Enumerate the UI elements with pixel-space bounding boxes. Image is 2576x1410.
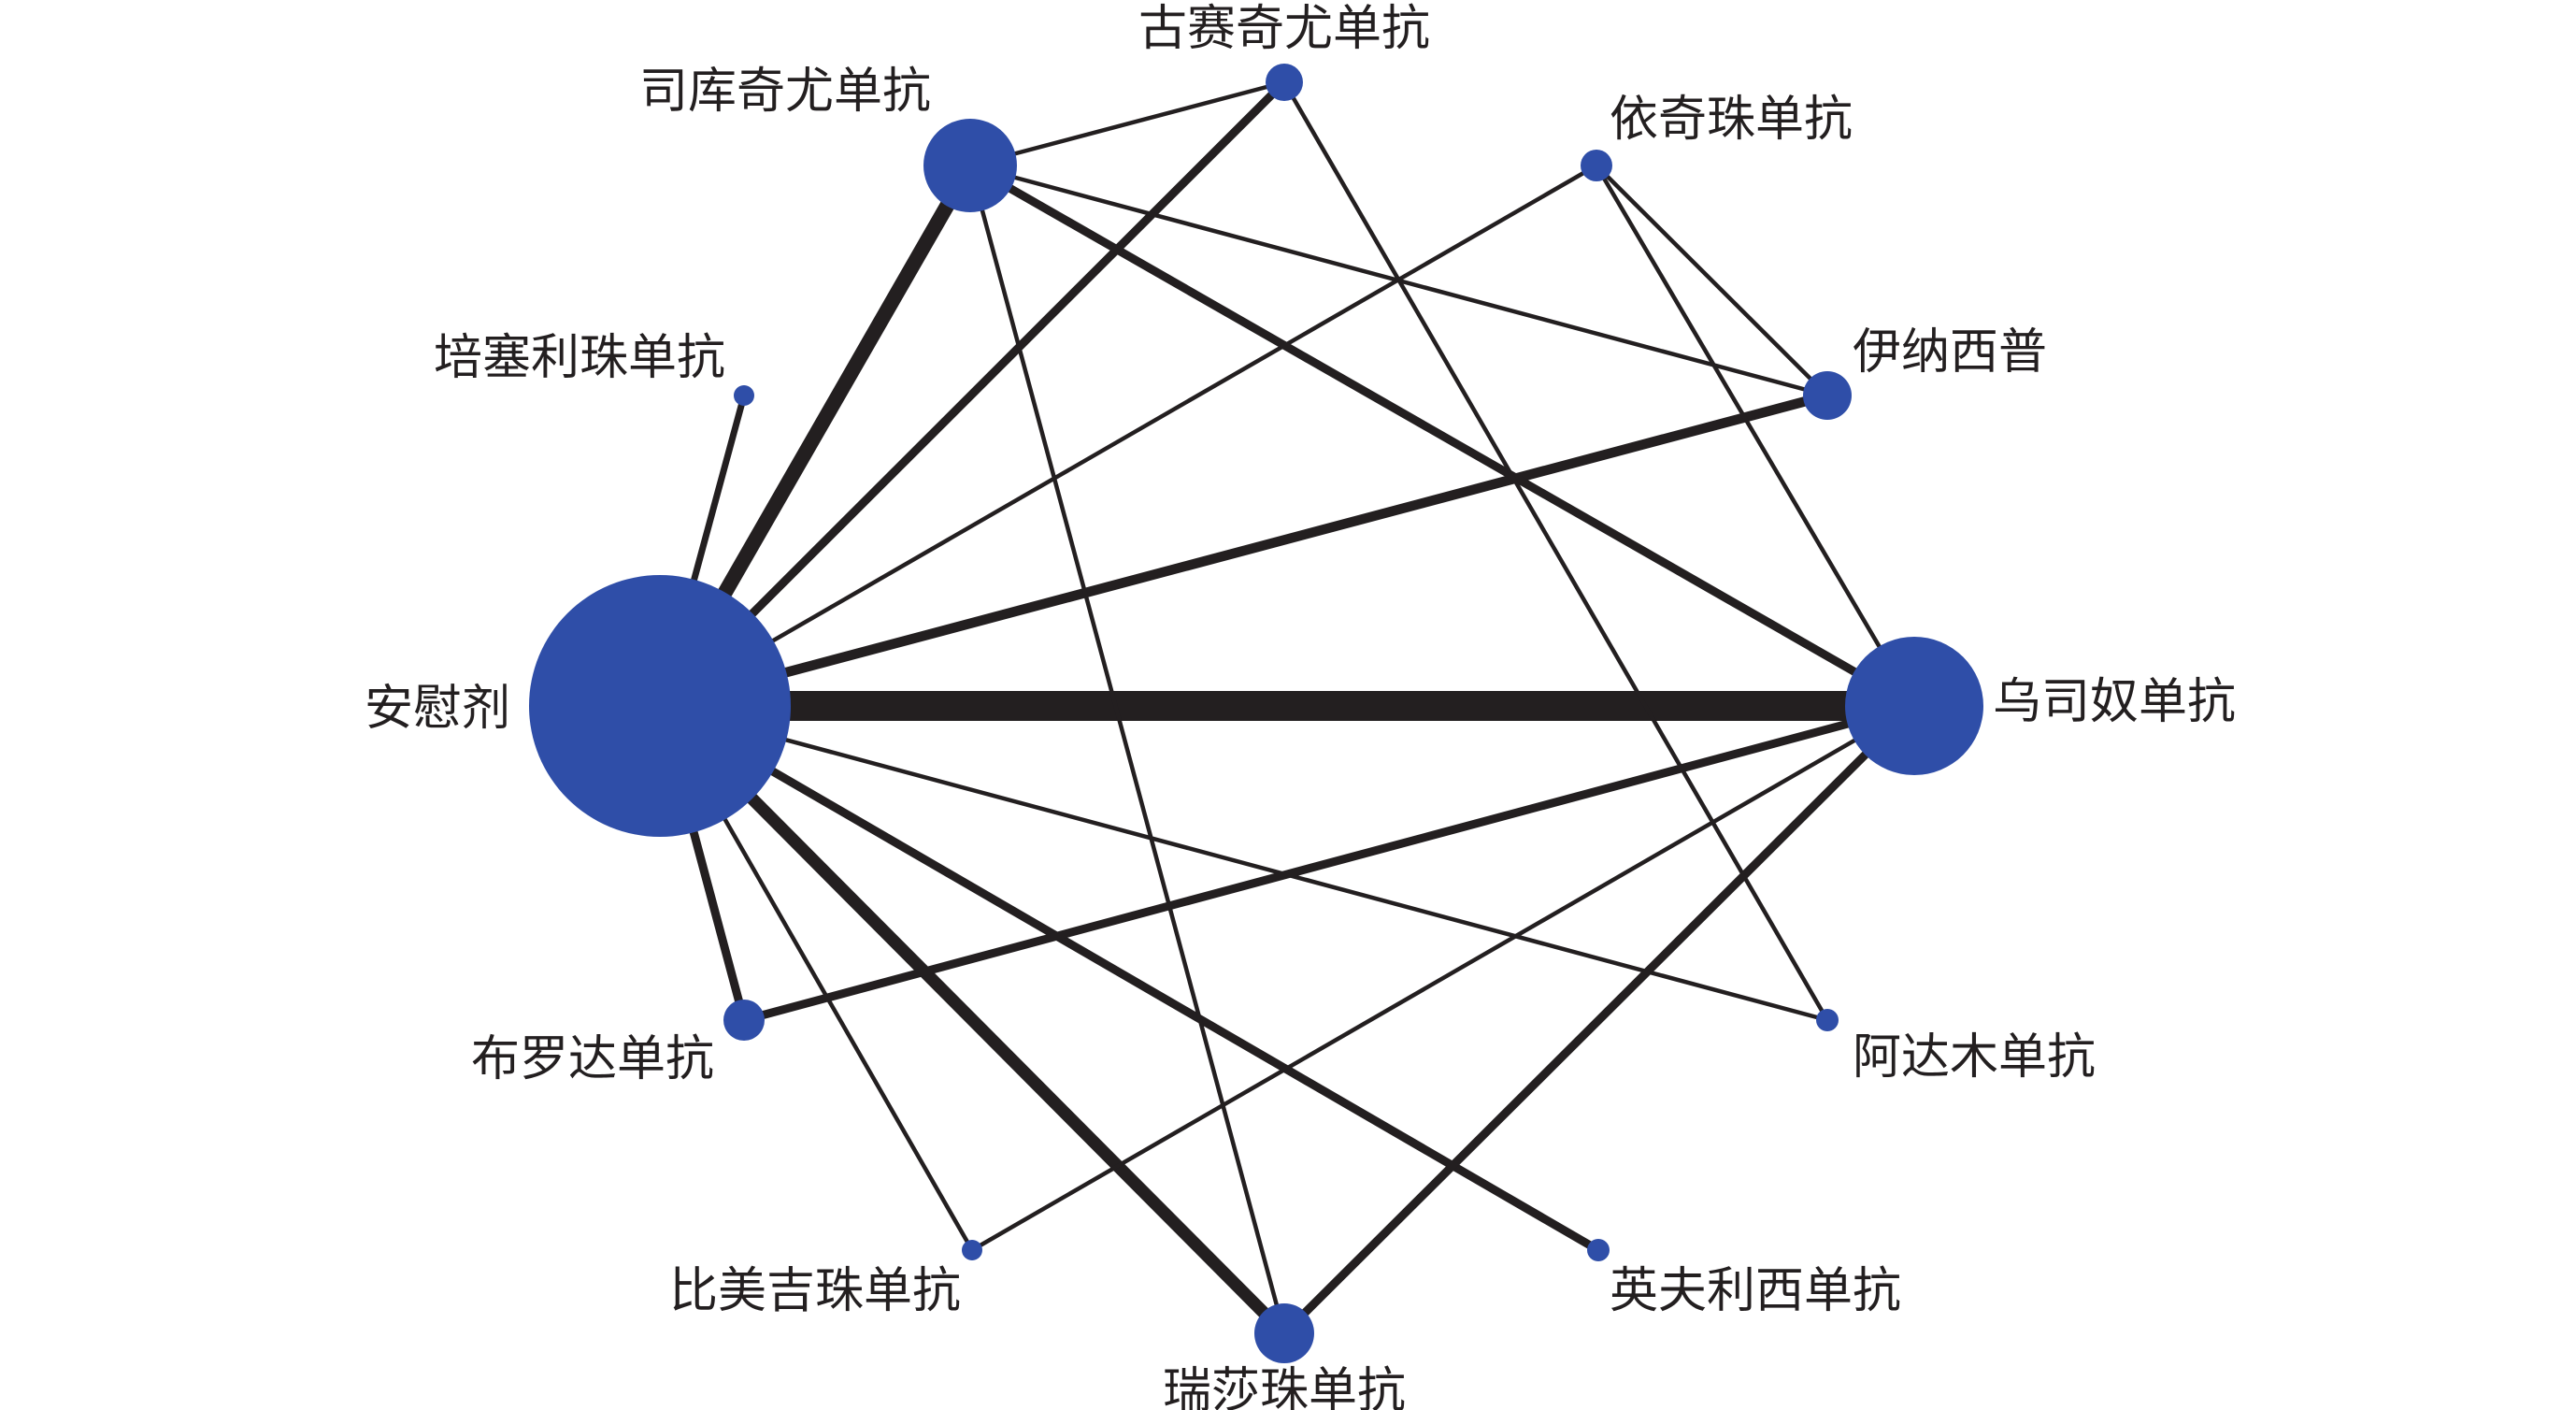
edge-ixekizumab-ustekinumab — [1595, 164, 1916, 708]
node-ustekinumab — [1845, 637, 1983, 775]
edge-guselkumab-adalimumab — [1282, 80, 1829, 1022]
edge-ixekizumab-etanercept — [1595, 164, 1829, 397]
node-label-secukinumab: 司库奇尤单抗 — [639, 64, 931, 120]
edge-secukinumab-guselkumab — [969, 79, 1285, 168]
edge-ustekinumab-risankizumab — [1281, 702, 1918, 1337]
node-secukinumab — [923, 119, 1017, 212]
node-label-infliximab: 英夫利西单抗 — [1610, 1263, 1901, 1319]
edge-ustekinumab-bimekizumab — [970, 704, 1916, 1252]
node-etanercept — [1803, 371, 1852, 420]
edge-secukinumab-ustekinumab — [967, 162, 1917, 710]
node-label-placebo: 安慰剂 — [365, 681, 510, 737]
edge-ustekinumab-brodalumab — [742, 701, 1916, 1025]
node-label-ustekinumab: 乌司奴单抗 — [1993, 674, 2236, 730]
edge-placebo-ixekizumab — [658, 164, 1598, 708]
edge-placebo-guselkumab — [656, 79, 1288, 710]
edges-layer — [653, 79, 1918, 1338]
node-label-ixekizumab: 依奇珠单抗 — [1610, 92, 1853, 148]
node-label-etanercept: 伊纳西普 — [1853, 324, 2047, 381]
node-infliximab — [1587, 1239, 1610, 1261]
node-certolizumab — [734, 385, 754, 406]
node-placebo — [529, 575, 791, 837]
node-label-certolizumab: 培塞利珠单抗 — [434, 330, 725, 386]
node-label-risankizumab: 瑞莎珠单抗 — [1163, 1363, 1406, 1410]
node-label-adalimumab: 阿达木单抗 — [1853, 1029, 2096, 1086]
edge-placebo-infliximab — [657, 702, 1601, 1254]
edge-placebo-risankizumab — [655, 701, 1289, 1338]
node-bimekizumab — [962, 1240, 982, 1260]
node-label-guselkumab: 古赛奇尤单抗 — [1138, 1, 1430, 57]
node-label-brodalumab: 布罗达单抗 — [471, 1031, 714, 1087]
labels-layer: 安慰剂 司库奇尤单抗 古赛奇尤单抗依奇珠单抗伊纳西普乌司奴单抗阿达木单抗英夫利西单抗… — [365, 1, 2236, 1410]
node-adalimumab — [1816, 1009, 1839, 1031]
edge-placebo-etanercept — [658, 390, 1829, 712]
node-risankizumab — [1254, 1303, 1314, 1363]
node-guselkumab — [1266, 64, 1303, 101]
node-brodalumab — [723, 1000, 765, 1041]
edge-secukinumab-risankizumab — [967, 165, 1287, 1334]
node-ixekizumab — [1581, 150, 1612, 181]
nodes-layer — [529, 64, 1983, 1363]
edge-placebo-adalimumab — [659, 703, 1828, 1023]
node-label-bimekizumab: 比美吉珠单抗 — [669, 1263, 961, 1319]
